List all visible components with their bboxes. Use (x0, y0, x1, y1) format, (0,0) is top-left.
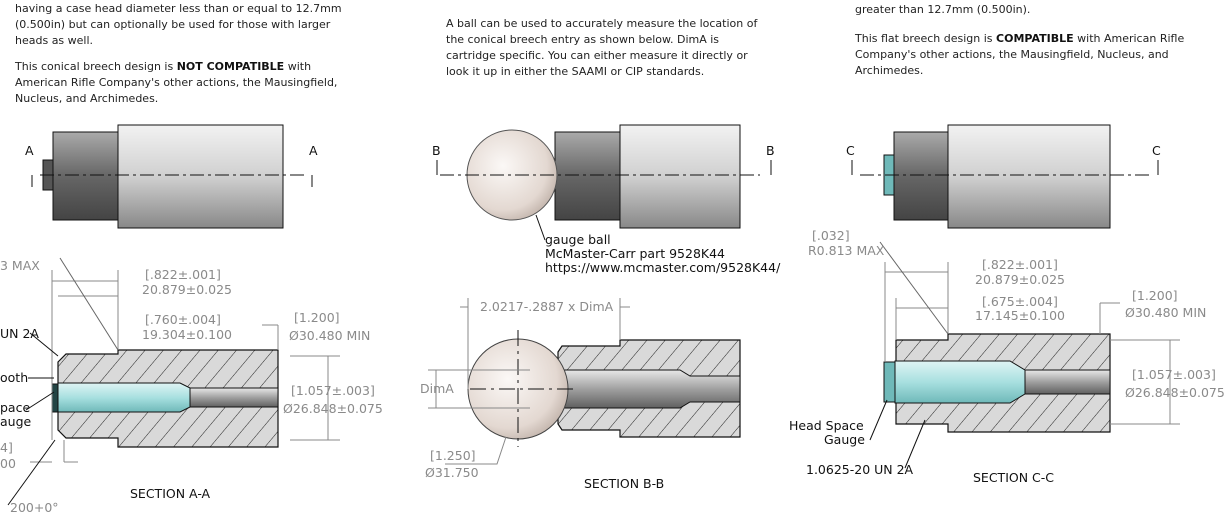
dim-ball-mm: Ø31.750 (425, 465, 479, 480)
dimension-lines (30, 257, 340, 463)
text: This conical breech design is (15, 60, 177, 73)
text: This flat breech design is (855, 32, 997, 45)
gauge-label: Gauge (824, 432, 865, 447)
text-line: look it up in either the SAAMI or CIP st… (446, 65, 705, 78)
section-arrow-icon (851, 160, 1159, 175)
dim-od-mm: Ø30.480 MIN (289, 328, 370, 343)
leader-lines (869, 399, 926, 469)
dim-formula: 2.0217-.2887 x DimA (480, 299, 614, 314)
section-marker-right: C (1152, 143, 1161, 158)
partial-dim: 00 (0, 456, 16, 471)
section-title: SECTION C-C (973, 470, 1054, 485)
partial-label: auge (0, 414, 32, 429)
dim-bore-mm: Ø26.848±0.075 (283, 401, 383, 416)
callout-part-number: McMaster-Carr part 9528K44 (545, 246, 725, 261)
section-arrow-icon (31, 175, 313, 187)
dim-822-in: [.822±.001] (145, 267, 221, 282)
dim-dima: DimA (420, 381, 454, 396)
text-line: heads as well. (15, 34, 94, 47)
barrel-body (117, 124, 284, 229)
middle-description: A ball can be used to accurately measure… (446, 16, 786, 80)
section-title: SECTION A-A (130, 486, 211, 501)
thread-label: 1.0625-20 UN 2A (806, 462, 914, 477)
text-line: A ball can be used to accurately measure… (446, 17, 758, 30)
threaded-section (52, 131, 119, 221)
text: with American Rifle (1073, 32, 1185, 45)
dim-675-in: [.675±.004] (982, 294, 1058, 309)
top-view-a: A A (25, 124, 318, 229)
section-a-a: 3 MAX UN 2A ooth pace auge 4] 00 200+0° … (0, 257, 383, 513)
partial-angle: 200+0° (10, 500, 59, 513)
partial-dim: 4] (0, 440, 13, 455)
dim-od-mm: Ø30.480 MIN (1125, 305, 1206, 320)
dim-822-mm: 20.879±0.025 (142, 282, 232, 297)
dim-bore-in: [1.057±.003] (1132, 367, 1216, 382)
dim-od-in: [1.200] (294, 310, 340, 325)
section-marker-left: A (25, 143, 34, 158)
text-line: the conical breech entry as shown below.… (446, 33, 720, 46)
centerlines (470, 330, 578, 447)
dim-760-mm: 19.304±0.100 (142, 327, 232, 342)
partial-thread-label: UN 2A (0, 326, 39, 341)
bore (559, 369, 741, 409)
compatibility-line: This flat breech design is COMPATIBLE wi… (855, 31, 1215, 47)
dim-675-mm: 17.145±0.100 (975, 308, 1065, 323)
dim-bore-mm: Ø26.848±0.075 (1125, 385, 1225, 400)
left-description: having a case head diameter less than or… (15, 1, 355, 107)
leader-lines (7, 332, 59, 506)
compatible-emphasis: COMPATIBLE (996, 32, 1074, 45)
dim-od-in: [1.200] (1132, 288, 1178, 303)
dimension-lines (428, 298, 630, 465)
dimension-lines (879, 241, 1180, 425)
section-marker-right: B (766, 143, 775, 158)
callout-leader (535, 214, 546, 241)
gauge-rim (51, 383, 59, 413)
callout-gauge-ball: gauge ball (545, 232, 611, 247)
text-line: greater than 12.7mm (0.500in). (855, 3, 1031, 16)
top-view-c: C C (846, 124, 1161, 229)
section-arrow-icon (436, 160, 772, 175)
text-line: having a case head diameter less than or… (15, 2, 342, 15)
threaded-section (893, 131, 949, 221)
gauge-label: Head Space (789, 418, 864, 433)
section-marker-left: C (846, 143, 855, 158)
section-title: SECTION B-B (584, 476, 664, 491)
threaded-section (554, 131, 621, 221)
bore (1024, 369, 1111, 395)
partial-label: pace (0, 400, 30, 415)
section-c-c: [.032] R0.813 MAX [.822±.001] 20.879±0.0… (789, 228, 1225, 485)
gauge-rim (883, 361, 896, 403)
partial-label: ooth (0, 370, 28, 385)
text: with (284, 60, 312, 73)
text-line: Nucleus, and Archimedes. (15, 92, 159, 105)
dim-radius-mm: R0.813 MAX (808, 243, 885, 258)
partial-radius-label: 3 MAX (0, 258, 40, 273)
section-marker-right: A (309, 143, 318, 158)
section-marker-left: B (432, 143, 441, 158)
dim-ball-in: [1.250] (430, 448, 476, 463)
compatibility-line: This conical breech design is NOT COMPAT… (15, 59, 355, 75)
top-view-b: B B gauge ball McMaster-Carr part 9528K4… (432, 124, 781, 275)
dim-822-in: [.822±.001] (982, 257, 1058, 272)
dim-radius-in: [.032] (812, 228, 850, 243)
callout-url[interactable]: https://www.mcmaster.com/9528K44/ (545, 260, 781, 275)
text-line: Company's other actions, the Mausingfiel… (855, 48, 1169, 61)
dim-760-in: [.760±.004] (145, 312, 221, 327)
right-description: greater than 12.7mm (0.500in). This flat… (855, 2, 1215, 79)
text-line: cartridge specific. You can either measu… (446, 49, 748, 62)
text-line: (0.500in) but can optionally be used for… (15, 18, 331, 31)
bore (189, 387, 279, 408)
dim-bore-in: [1.057±.003] (291, 383, 375, 398)
text-line: Archimedes. (855, 64, 924, 77)
barrel-body (619, 124, 741, 229)
dim-822-mm: 20.879±0.025 (975, 272, 1065, 287)
barrel-body (947, 124, 1111, 229)
not-compatible-emphasis: NOT COMPATIBLE (176, 60, 285, 73)
text-line: American Rifle Company's other actions, … (15, 76, 338, 89)
section-b-b: 2.0217-.2887 x DimA DimA [1.250] Ø31.750… (420, 298, 741, 491)
